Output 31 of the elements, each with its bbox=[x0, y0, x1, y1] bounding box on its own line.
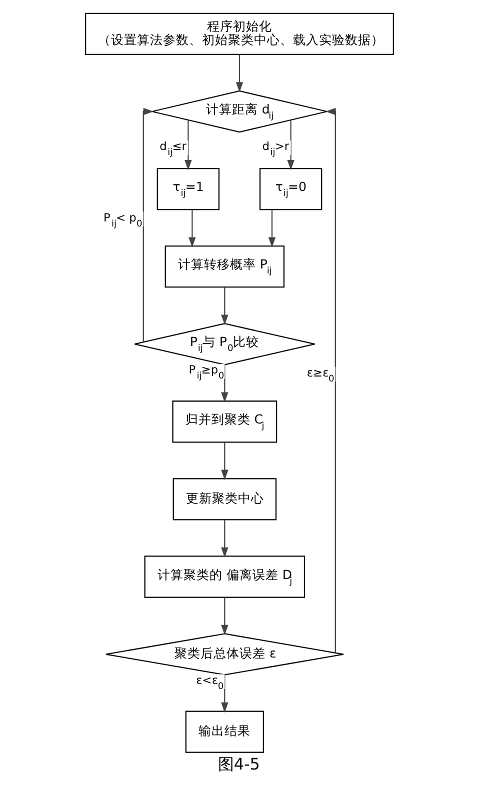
node-box: 归并到聚类 C$_{j}$ bbox=[172, 400, 277, 443]
edge-label: ε<ε$_{0}$ bbox=[196, 672, 224, 692]
node-diamond: P$_{ij}$与 P$_{0}$比较 bbox=[134, 323, 315, 366]
arrow bbox=[220, 442, 228, 480]
node-box: 计算聚类的 偏离误差 D$_{j}$ bbox=[144, 556, 305, 598]
node-box: 更新聚类中心 bbox=[172, 478, 276, 520]
arrow bbox=[220, 287, 228, 326]
node-box: τ$_{ij}$=0 bbox=[258, 168, 322, 210]
edge-label: d$_{ij}$>r bbox=[262, 138, 289, 158]
edge-label: P$_{ij}$< p$_{0}$ bbox=[102, 210, 142, 230]
edge-label: ε≥ε$_{0}$ bbox=[306, 366, 334, 385]
arrow bbox=[220, 598, 228, 636]
arrow bbox=[268, 210, 276, 248]
node-box: 计算转移概率 P$_{ij}$ bbox=[164, 245, 284, 288]
arrow bbox=[184, 120, 192, 170]
node-box: 程序初始化 （设置算法参数、初始聚类中心、载入实验数据） bbox=[84, 12, 394, 56]
arrow bbox=[325, 108, 336, 653]
arrow bbox=[286, 120, 294, 170]
node-box: τ$_{ij}$=1 bbox=[156, 168, 220, 210]
arrow bbox=[220, 364, 228, 403]
node-diamond: 聚类后总体误差 ε bbox=[104, 633, 344, 676]
node-diamond: 计算距离 d$_{ij}$ bbox=[150, 90, 328, 133]
arrow bbox=[235, 54, 243, 92]
arrow bbox=[220, 675, 228, 713]
node-box: 输出结果 bbox=[184, 710, 264, 753]
arrow bbox=[188, 210, 196, 248]
arrow bbox=[142, 108, 154, 342]
arrow bbox=[220, 520, 228, 558]
edge-label: d$_{ij}$≤r bbox=[159, 138, 186, 158]
edge-label: P$_{ij}$≥p$_{0}$ bbox=[188, 362, 224, 382]
caption: 图4-5 bbox=[217, 754, 260, 774]
